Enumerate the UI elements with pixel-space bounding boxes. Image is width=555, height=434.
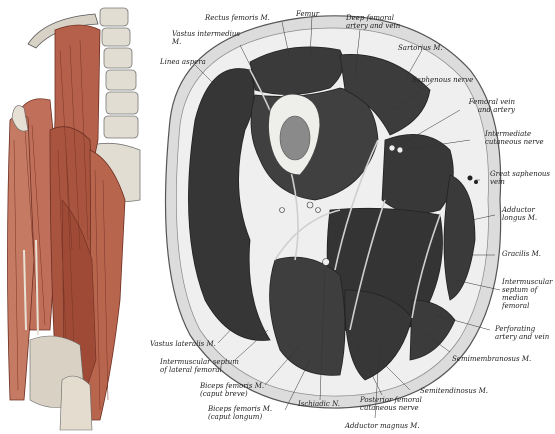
label-perforating-artery-vein: Perforating artery and vein — [495, 325, 553, 341]
label-adductor-longus: Adductor longus M. — [502, 206, 552, 222]
label-semitendinosus: Semitendinosus M. — [420, 387, 488, 395]
label-linea-aspera: Linea aspera — [160, 58, 206, 66]
label-vastus-lateralis: Vastus lateralis M. — [150, 340, 216, 348]
label-intermuscular-septum-medial: Intermuscular septum of median femoral — [502, 278, 554, 310]
label-rectus-femoris: Rectus femoris M. — [205, 14, 270, 22]
label-deep-femoral-artery: Deep femoral artery and vein — [346, 14, 416, 30]
label-adductor-magnus: Adductor magnus M. — [345, 422, 420, 430]
label-femoral-vein-artery: Femoral vein and artery — [460, 98, 515, 114]
label-semimembranosus: Semimembranosus M. — [452, 355, 531, 363]
label-intermediate-cutaneous-nerve: Intermediate cutaneous nerve — [485, 130, 547, 146]
label-gracilis: Gracilis M. — [502, 250, 541, 258]
label-femur: Femur — [296, 10, 319, 18]
label-intermuscular-septum-lateral: Intermuscular septum of lateral femoral — [160, 358, 240, 374]
thigh-cross-section: Rectus femoris M. Femur Deep femoral art… — [150, 0, 555, 434]
thigh-muscle-drawing — [0, 0, 150, 434]
label-biceps-femoris-longum: Biceps femoris M. (caput longum) — [208, 405, 282, 421]
label-great-saphenous-vein: Great saphenous vein — [490, 170, 554, 186]
label-saphenous-nerve: Saphenous nerve — [412, 76, 473, 84]
thigh-muscle-illustration — [0, 0, 150, 434]
label-biceps-femoris-breve: Biceps femoris M. (caput breve) — [200, 382, 268, 398]
label-vastus-intermedius: Vastus intermedius M. — [172, 30, 242, 46]
label-ischiadic-nerve: Ischiadic N. — [298, 400, 340, 408]
label-sartorius: Sartorius M. — [398, 44, 443, 52]
label-posterior-femoral-cutaneous-nerve: Posterior femoral cutaneous nerve — [360, 396, 424, 412]
